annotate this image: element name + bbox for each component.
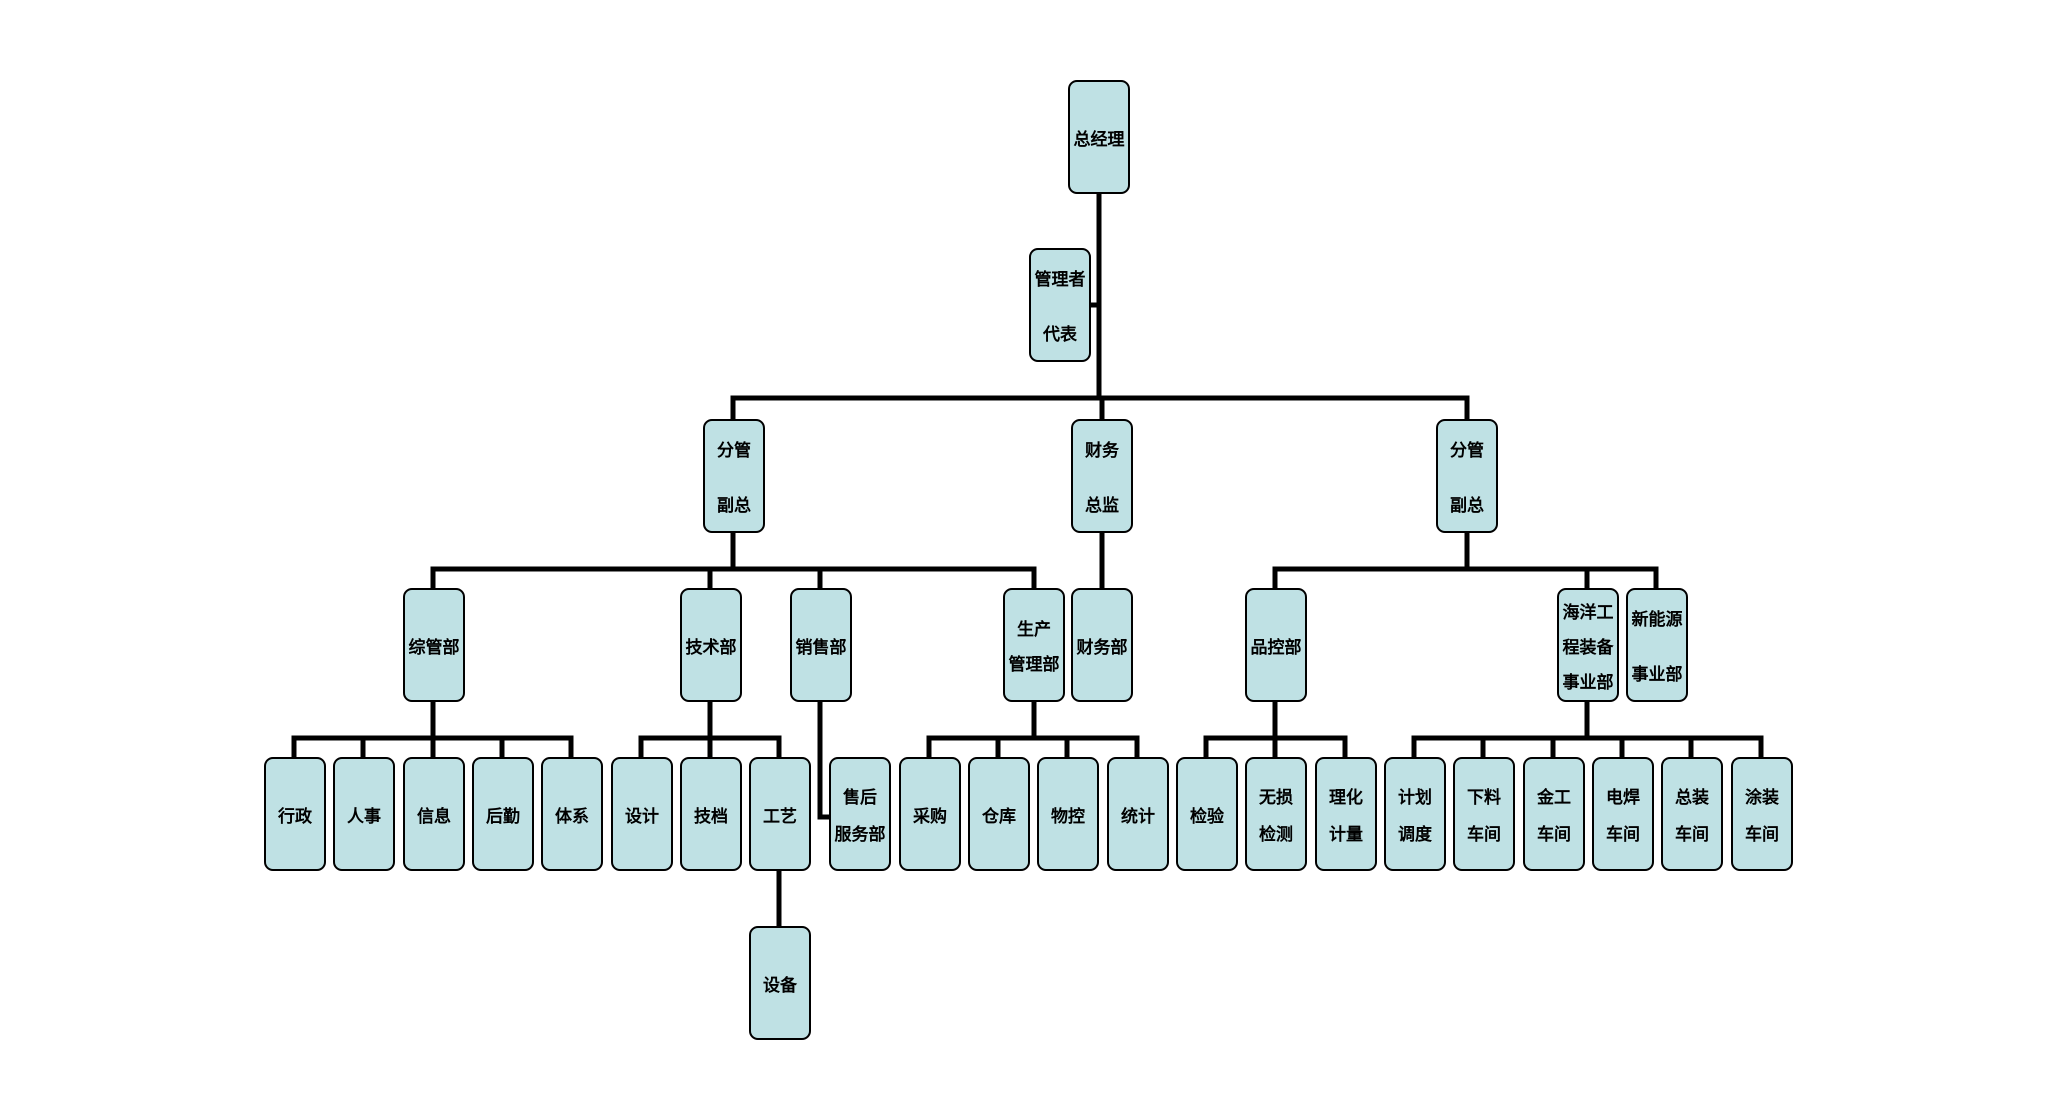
node-inspection: 检验 xyxy=(1176,757,1238,871)
node-vp-left: 分管副总 xyxy=(703,419,765,533)
node-label-line: 技档 xyxy=(694,806,728,827)
node-tech-dept: 技术部 xyxy=(680,588,742,702)
node-gm: 总经理 xyxy=(1068,80,1130,194)
node-label-line: 总装 xyxy=(1675,788,1709,808)
node-assembly-shop: 总装车间 xyxy=(1661,757,1723,871)
node-label-line: 事业部 xyxy=(1631,665,1683,685)
node-label-line: 设备 xyxy=(763,975,797,996)
node-mgmt-rep: 管理者代表 xyxy=(1029,248,1091,362)
node-label-line: 车间 xyxy=(1745,825,1779,845)
node-welding-shop: 电焊车间 xyxy=(1592,757,1654,871)
node-label-line: 车间 xyxy=(1606,825,1640,845)
node-label-line: 代表 xyxy=(1043,325,1077,345)
node-label-line: 程装备 xyxy=(1562,637,1614,658)
node-ndt: 无损检测 xyxy=(1245,757,1307,871)
node-label-line: 体系 xyxy=(555,806,589,827)
node-energy-dept: 新能源事业部 xyxy=(1626,588,1688,702)
node-cutting-shop: 下料车间 xyxy=(1453,757,1515,871)
node-label-line: 工艺 xyxy=(763,806,797,827)
node-system: 体系 xyxy=(541,757,603,871)
node-label-line: 计量 xyxy=(1329,825,1363,845)
node-prod-dept: 生产管理部 xyxy=(1003,588,1065,702)
node-label-line: 海洋工 xyxy=(1562,602,1614,623)
node-info: 信息 xyxy=(403,757,465,871)
node-tech-archive: 技档 xyxy=(680,757,742,871)
node-label-line: 管理部 xyxy=(1008,655,1060,675)
node-label-line: 计划 xyxy=(1398,788,1432,808)
node-label-line: 统计 xyxy=(1121,806,1155,827)
node-qc-dept: 品控部 xyxy=(1245,588,1307,702)
node-warehouse: 仓库 xyxy=(968,757,1030,871)
node-label-line: 检测 xyxy=(1259,825,1293,845)
node-label-line: 财务部 xyxy=(1076,637,1128,658)
node-admin-office: 行政 xyxy=(264,757,326,871)
node-label-line: 车间 xyxy=(1467,825,1501,845)
node-label-line: 销售部 xyxy=(795,637,847,658)
node-logistics: 后勤 xyxy=(472,757,534,871)
node-label-line: 服务部 xyxy=(834,825,886,845)
node-equipment: 设备 xyxy=(749,926,811,1040)
node-marine-dept: 海洋工程装备事业部 xyxy=(1557,588,1619,702)
node-label-line: 仓库 xyxy=(982,806,1016,827)
node-material-ctrl: 物控 xyxy=(1037,757,1099,871)
node-finance-dept: 财务部 xyxy=(1071,588,1133,702)
node-label-line: 副总 xyxy=(1450,496,1484,516)
node-label-line: 后勤 xyxy=(486,806,520,827)
node-label-line: 管理者 xyxy=(1034,270,1086,290)
node-admin-dept: 综管部 xyxy=(403,588,465,702)
node-label-line: 检验 xyxy=(1190,806,1224,827)
node-label-line: 调度 xyxy=(1398,825,1432,845)
node-label-line: 分管 xyxy=(1450,441,1484,461)
node-label-line: 采购 xyxy=(913,806,947,827)
node-label-line: 电焊 xyxy=(1606,788,1640,808)
node-process: 工艺 xyxy=(749,757,811,871)
node-label-line: 车间 xyxy=(1537,825,1571,845)
node-purchasing: 采购 xyxy=(899,757,961,871)
node-sales-dept: 销售部 xyxy=(790,588,852,702)
node-label-line: 物控 xyxy=(1051,806,1085,827)
node-label-line: 金工 xyxy=(1537,788,1571,808)
node-painting-shop: 涂装车间 xyxy=(1731,757,1793,871)
node-after-sales: 售后服务部 xyxy=(829,757,891,871)
node-label-line: 人事 xyxy=(347,806,381,827)
node-label-line: 副总 xyxy=(717,496,751,516)
node-statistics: 统计 xyxy=(1107,757,1169,871)
node-label-line: 售后 xyxy=(843,788,877,808)
node-label-line: 技术部 xyxy=(685,637,737,658)
node-label-line: 车间 xyxy=(1675,825,1709,845)
node-label-line: 总经理 xyxy=(1073,129,1125,150)
node-hr: 人事 xyxy=(333,757,395,871)
node-label-line: 生产 xyxy=(1017,620,1051,640)
node-metalwork-shop: 金工车间 xyxy=(1523,757,1585,871)
node-label-line: 总监 xyxy=(1085,496,1119,516)
node-label-line: 信息 xyxy=(417,806,451,827)
node-label-line: 涂装 xyxy=(1745,788,1779,808)
node-label-line: 综管部 xyxy=(408,637,460,658)
node-label-line: 品控部 xyxy=(1250,637,1302,658)
node-label-line: 财务 xyxy=(1085,441,1119,461)
node-cfo: 财务总监 xyxy=(1071,419,1133,533)
node-phys-chem: 理化计量 xyxy=(1315,757,1377,871)
node-label-line: 事业部 xyxy=(1562,672,1614,693)
node-label-line: 新能源 xyxy=(1631,610,1683,630)
node-design: 设计 xyxy=(611,757,673,871)
node-label-line: 理化 xyxy=(1329,788,1363,808)
node-label-line: 下料 xyxy=(1467,788,1501,808)
node-planning: 计划调度 xyxy=(1384,757,1446,871)
node-label-line: 分管 xyxy=(717,441,751,461)
node-vp-right: 分管副总 xyxy=(1436,419,1498,533)
node-label-line: 行政 xyxy=(278,806,312,827)
node-label-line: 设计 xyxy=(625,806,659,827)
node-label-line: 无损 xyxy=(1259,788,1293,808)
